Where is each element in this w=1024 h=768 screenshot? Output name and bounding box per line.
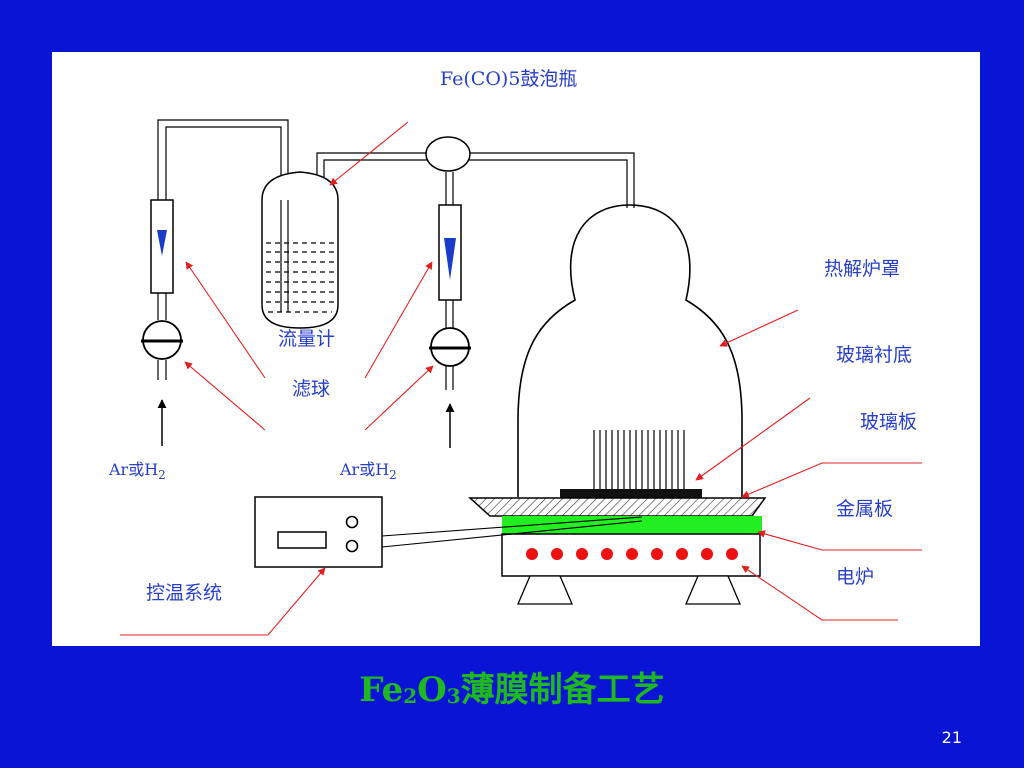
furnace-hood-label: 热解炉罩 [824,258,901,280]
hood-pointer-arrow [719,309,799,347]
bubbler-pointer-arrow [329,121,409,186]
furnace-pointer-arrow [741,565,898,621]
bubbler-vessel [261,171,339,329]
filter-ball-right [429,327,471,367]
metal-plate-pointer-arrow [757,530,922,551]
page-number: 21 [941,728,962,747]
glass-plate-pointer-arrow [741,462,922,498]
flowmeter-right [438,204,462,301]
pointer-arrows [120,121,922,636]
glass-plate [468,497,767,517]
furnace-hood [517,204,743,497]
gas-inlet-left-label: Ar或H2 [109,460,166,483]
filter-ball-left [141,320,183,360]
film-bristles [593,430,685,489]
flowmeter-pointer-arrow-left [185,261,266,379]
flowmeter-pointer-arrow-right [364,261,433,379]
flowmeter-left [150,199,174,294]
metal-plate [502,516,762,534]
glass-plate-label: 玻璃板 [860,411,918,433]
gas-pipes [157,119,635,390]
flowmeter-label: 流量计 [278,328,336,350]
bubbler-label: Fe(CO)5鼓泡瓶 [440,68,578,90]
temp-control-pointer-arrow [120,567,326,636]
electric-furnace [501,533,761,605]
apparatus-diagram [120,119,922,636]
glass-substrate [560,489,702,498]
gas-inlet-right-label: Ar或H2 [340,460,397,483]
temp-control-label: 控温系统 [146,582,223,604]
slide-caption: Fe2O3薄膜制备工艺 [359,670,665,710]
metal-plate-label: 金属板 [836,498,894,520]
electric-furnace-label: 电炉 [836,566,875,588]
temp-control-box [254,496,643,568]
glass-substrate-pointer-arrow [695,397,811,481]
diagram-panel: Fe(CO)5鼓泡瓶 流量计 滤球 Ar或H2 Ar或H2 热解炉罩 玻璃衬底 … [52,52,980,646]
filter-ball-label: 滤球 [292,378,331,400]
filter-pointer-arrow-left [184,361,266,431]
glass-substrate-label: 玻璃衬底 [836,344,913,366]
filter-pointer-arrow-right [364,365,434,431]
valve-ball [425,136,471,172]
